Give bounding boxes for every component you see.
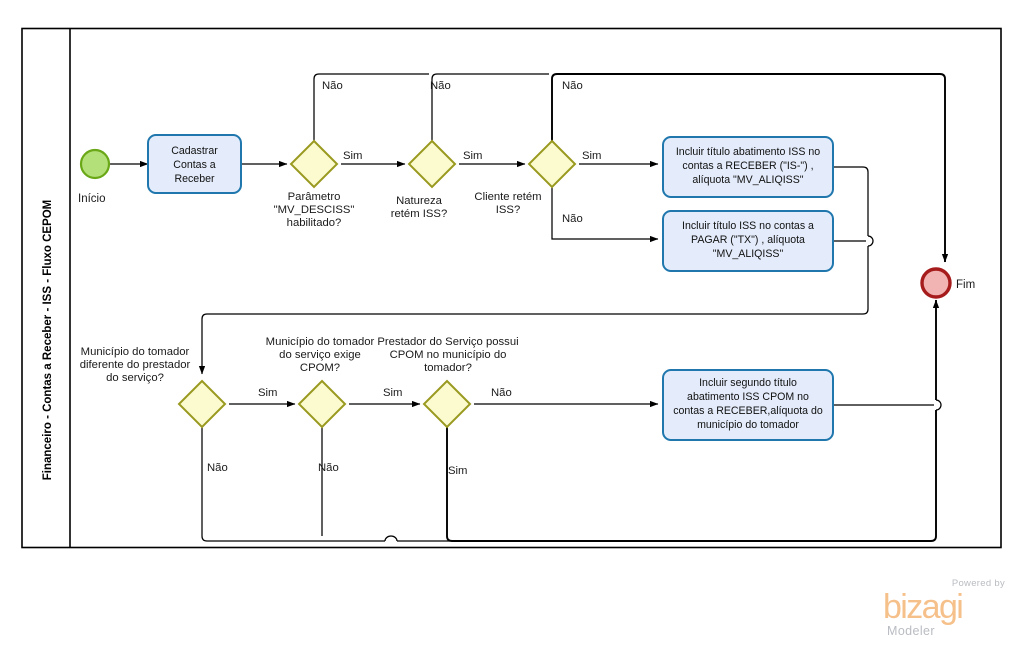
flow-label-lowgw2-sim: Sim	[383, 387, 402, 399]
gateway-6-label-line-3: tomador?	[424, 362, 472, 374]
task-cadastrar-line-3: Receber	[174, 173, 215, 185]
gateway-3-label-line-1: Cliente retém	[474, 191, 541, 203]
flow-label-gw2-sim: Sim	[463, 150, 482, 162]
task-cadastrar-line-1: Cadastrar	[171, 145, 218, 157]
lane-title: Financeiro - Contas a Receber - ISS - Fl…	[42, 200, 54, 481]
bizagi-edition-label: Modeler	[887, 624, 935, 638]
flow-lowgw1-nao-down	[201, 427, 385, 542]
task-abatimento-line-2: contas a RECEBER ("IS-") ,	[682, 160, 813, 172]
gateway-3-label-line-2: ISS?	[496, 204, 521, 216]
gateway-6-label-line-1: Prestador do Serviço possui	[377, 336, 518, 348]
gateway-5-label-line-1: Município do tomador	[266, 336, 375, 348]
gateway-natureza-retem-iss[interactable]	[407, 139, 457, 189]
task-abatimento-line-3: alíquota "MV_ALIQISS"	[692, 174, 803, 186]
flow-jump-arc-upper	[867, 235, 874, 247]
gateway-municipio-diferente[interactable]	[177, 379, 227, 429]
task-cadastrar-contas[interactable]	[147, 134, 242, 194]
flow-label-gw3-nao-top: Não	[562, 80, 583, 92]
gateway-prestador-possui-cpom[interactable]	[422, 379, 472, 429]
task-incluir-iss-pagar[interactable]	[662, 210, 834, 272]
end-event-label: Fim	[956, 279, 975, 291]
gateway-4-label-line-3: do serviço?	[106, 372, 164, 384]
flow-label-lowgw1-sim: Sim	[258, 387, 277, 399]
task-pagar-line-2: PAGAR ("TX") , alíquota	[691, 234, 805, 246]
bizagi-wordmark: bizagi	[883, 588, 964, 626]
start-event[interactable]	[79, 148, 111, 180]
gateway-6-label-line-2: CPOM no município do	[390, 349, 507, 361]
flow-label-gw3-sim: Sim	[582, 150, 601, 162]
task-pagar-line-1: Incluir título ISS no contas a	[682, 220, 814, 232]
pool-frame	[21, 27, 1002, 549]
gateway-1-label-line-1: Parâmetro	[288, 191, 341, 203]
task-segundo-titulo-cpom[interactable]	[662, 369, 834, 441]
task-segundo-line-1: Incluir segundo título	[699, 377, 797, 389]
gateway-2-label-line-2: retém ISS?	[391, 208, 448, 220]
task-segundo-line-2: abatimento ISS CPOM no	[687, 391, 809, 403]
flow-label-lowgw3-nao: Não	[491, 387, 512, 399]
gateway-2-label-line-1: Natureza	[396, 195, 443, 207]
gateway-1-label-line-3: habilitado?	[287, 217, 342, 229]
gateway-5-label-line-2: do serviço exige	[279, 349, 361, 361]
gateway-parametro-mv-desciss[interactable]	[289, 139, 339, 189]
flow-jump-arc-bottom	[384, 535, 398, 542]
flow-label-lowgw2-nao: Não	[318, 462, 339, 474]
gateway-5-label-line-3: CPOM?	[300, 362, 340, 374]
start-event-label: Início	[78, 193, 106, 205]
task-cadastrar-line-2: Contas a	[173, 159, 216, 171]
flow-gw3-nao-top-to-end	[551, 73, 949, 263]
flow-label-lowgw3-sim: Sim	[448, 465, 467, 477]
gateway-cliente-retem-iss[interactable]	[527, 139, 577, 189]
flow-label-gw3-nao-bottom: Não	[562, 213, 583, 225]
flow-label-lowgw1-nao: Não	[207, 462, 228, 474]
task-segundo-line-4: município do tomador	[697, 419, 799, 431]
flow-gw1-nao-up	[313, 73, 429, 141]
gateway-4-label-line-2: diferente do prestador	[80, 359, 191, 371]
task-incluir-abatimento-iss[interactable]	[662, 136, 834, 198]
task-segundo-line-3: contas a RECEBER,alíquota do	[673, 405, 823, 417]
flow-lowgw3-sim-down-right-up	[446, 410, 937, 542]
flow-gw3-nao-bottom-to-pagar	[551, 187, 659, 243]
flow-abatimento-right-down	[833, 166, 869, 236]
flow-label-gw2-nao: Não	[430, 80, 451, 92]
flow-gw2-nao-up	[431, 73, 549, 141]
task-pagar-line-3: "MV_ALIQISS"	[713, 248, 784, 260]
flow-merge-down-to-lower-gw1	[198, 246, 869, 375]
flow-label-gw1-sim: Sim	[343, 150, 362, 162]
task-abatimento-line-1: Incluir título abatimento ISS no	[676, 146, 820, 158]
end-event[interactable]	[920, 267, 952, 299]
gateway-exige-cpom[interactable]	[297, 379, 347, 429]
flow-jump-arc-lower	[935, 399, 942, 411]
flow-label-gw1-nao: Não	[322, 80, 343, 92]
powered-by-label: Powered by	[951, 578, 1005, 589]
gateway-4-label-line-1: Município do tomador	[81, 346, 190, 358]
bizagi-branding: Powered by bizagi Modeler	[883, 578, 1011, 642]
gateway-1-label-line-2: "MV_DESCISS"	[274, 204, 355, 216]
